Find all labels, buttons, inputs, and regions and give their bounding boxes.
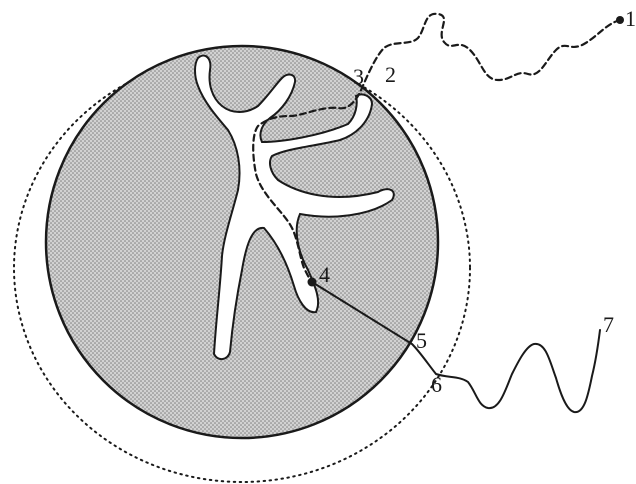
label-7: 7 xyxy=(603,312,614,337)
label-2: 2 xyxy=(385,62,396,87)
label-4: 4 xyxy=(319,262,330,287)
label-5: 5 xyxy=(416,328,427,353)
label-6: 6 xyxy=(431,372,442,397)
point-4-marker xyxy=(308,278,317,287)
label-3: 3 xyxy=(353,64,364,89)
label-1: 1 xyxy=(625,6,636,31)
point-1-marker xyxy=(616,16,624,24)
